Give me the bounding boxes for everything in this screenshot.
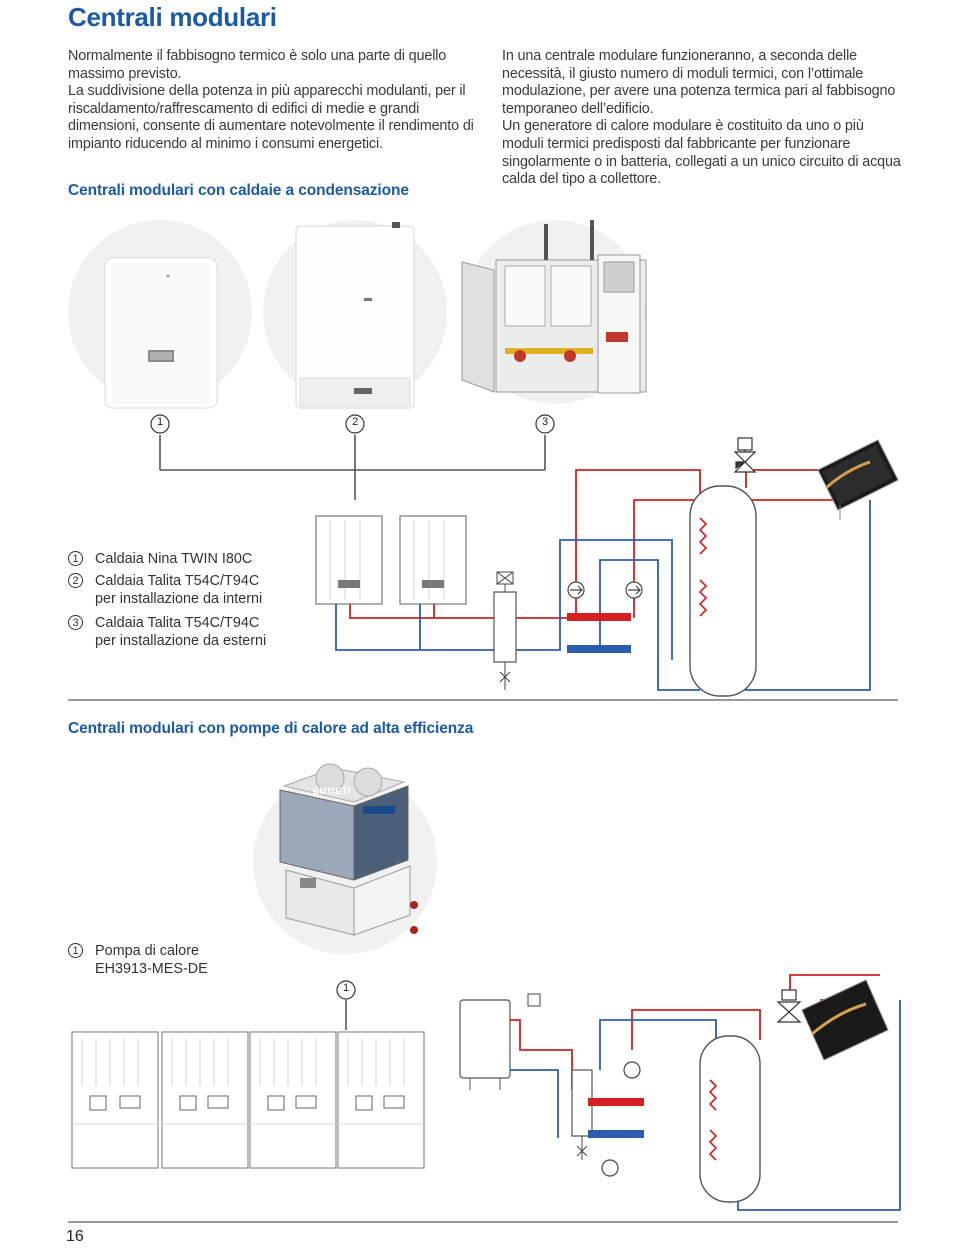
intro-paragraph: In una centrale modulare funzioneranno, … xyxy=(502,48,896,117)
legend-item: 2 Caldaia Talita T54C/T94C per installaz… xyxy=(68,572,266,608)
marker-circle xyxy=(336,980,356,1000)
section1-hydraulic-schematic xyxy=(315,437,899,697)
boiler-nina-photo xyxy=(68,220,252,409)
flow-collector xyxy=(567,613,631,621)
intro-right-column: In una centrale modulare funzioneranno, … xyxy=(502,48,902,189)
legend-line: Caldaia Talita T54C/T94C xyxy=(95,615,260,631)
intro-paragraph: Un generatore di calore modulare è costi… xyxy=(502,118,901,188)
intro-paragraph: Normalmente il fabbisogno termico è solo… xyxy=(68,48,447,82)
legend-number: 1 xyxy=(68,943,83,958)
legend-line: Caldaia Talita T54C/T94C xyxy=(95,573,260,589)
marker-number: 1 xyxy=(342,982,350,994)
legend-line: EH3913-MES-DE xyxy=(95,961,208,977)
legend-item: 3 Caldaia Talita T54C/T94C per installaz… xyxy=(68,614,266,650)
boiler-talita-outdoor-photo xyxy=(461,220,647,404)
heat-pump-photo xyxy=(253,763,437,954)
intro-left-column: Normalmente il fabbisogno termico è solo… xyxy=(68,48,478,154)
brand-logo: EMMETI xyxy=(313,786,351,796)
marker-number: 3 xyxy=(541,416,549,428)
return-collector xyxy=(567,645,631,653)
legend-item: 1 Caldaia Nina TWIN I80C xyxy=(68,550,266,568)
legend-number: 1 xyxy=(68,551,83,566)
buffer-tank xyxy=(459,999,511,1079)
legend-line: per installazione da esterni xyxy=(95,633,267,649)
page-title: Centrali modulari xyxy=(68,2,277,32)
legend-line: per installazione da interni xyxy=(95,591,263,607)
schematic-boiler xyxy=(315,515,467,605)
legend-number: 2 xyxy=(68,573,83,588)
boiler-talita-indoor-photo xyxy=(263,220,447,409)
three-way-valve-icon xyxy=(733,437,757,473)
marker-number: 1 xyxy=(156,416,164,428)
legend-connector-lines xyxy=(159,435,546,500)
storage-tank xyxy=(699,1035,761,1203)
section1-legend: 1 Caldaia Nina TWIN I80C 2 Caldaia Talit… xyxy=(68,550,266,650)
section-heading-condensing-boilers: Centrali modulari con caldaie a condensa… xyxy=(68,182,409,199)
storage-tank xyxy=(689,485,757,697)
page-number: 16 xyxy=(66,1228,84,1245)
pump-icon xyxy=(601,1061,641,1177)
three-way-valve-icon xyxy=(776,989,802,1023)
marker-circles xyxy=(150,414,555,434)
section1-product-illustrations xyxy=(68,220,898,701)
section2-legend: 1 Pompa di calore EH3913-MES-DE xyxy=(68,942,208,978)
heat-pump-unit-row xyxy=(71,1031,425,1169)
legend-line: Pompa di calore xyxy=(95,943,199,959)
marker-number: 2 xyxy=(351,416,359,428)
intro-paragraph: La suddivisione della potenza in più app… xyxy=(68,83,474,152)
legend-line: Caldaia Nina TWIN I80C xyxy=(95,551,253,567)
legend-number: 3 xyxy=(68,615,83,630)
section-heading-heat-pumps: Centrali modulari con pompe di calore ad… xyxy=(68,720,474,737)
legend-item: 1 Pompa di calore EH3913-MES-DE xyxy=(68,942,208,978)
solar-collector-panel xyxy=(817,439,899,520)
pump-icon xyxy=(567,581,643,599)
solar-collector-panel xyxy=(801,979,889,1061)
